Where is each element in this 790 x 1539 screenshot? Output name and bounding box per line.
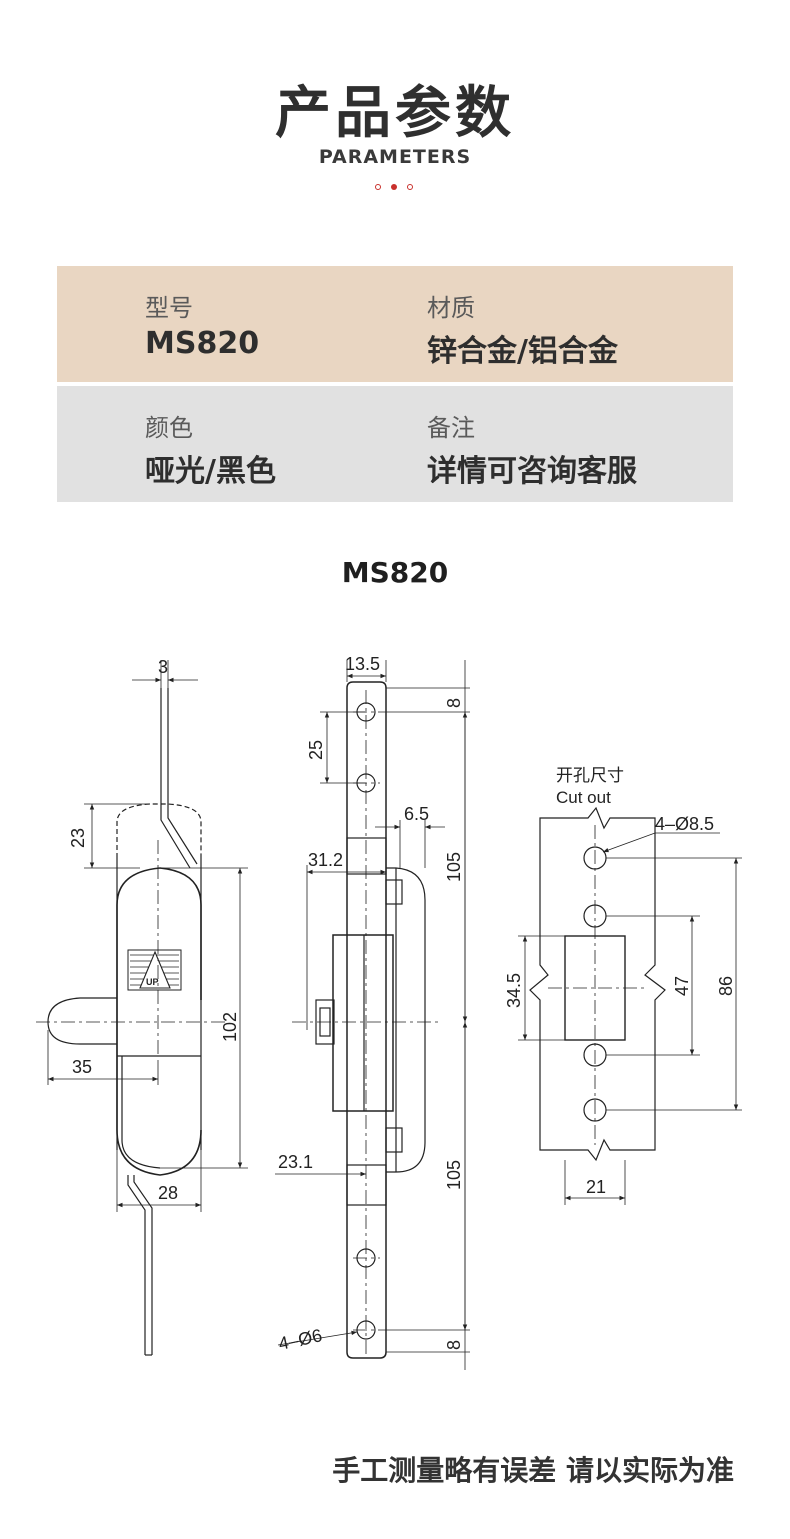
up-badge-text: UP [146,977,159,987]
param-label: 型号 [145,294,193,322]
page-title: 产品参数 [275,81,515,146]
cutout-view [518,806,742,1205]
param-label: 备注 [427,414,475,442]
side-view [36,660,248,1356]
dot-icon [375,184,381,190]
param-value: 详情可咨询客服 [427,454,637,489]
dot-icon [407,184,413,190]
param-row-1: 型号 MS820 材质 锌合金/铝合金 [57,266,733,382]
dim-label: 25 [306,740,326,760]
dim-label: 21 [586,1177,606,1197]
side-view-labels: 3 23 102 35 28 UP [68,657,240,1203]
cutout-title-cn: 开孔尺寸 [556,766,624,785]
dim-label: 28 [158,1183,178,1203]
dim-label: 3 [158,657,168,677]
dim-label: 13.5 [345,654,380,674]
param-value: MS820 [145,326,260,361]
param-value: 锌合金/铝合金 [427,334,618,369]
drawing-title: MS820 [341,556,449,589]
dim-label: 86 [716,976,736,996]
front-view-labels: 13.5 8 25 6.5 31.2 105 23.1 105 4–Ø6 8 [277,654,464,1354]
dim-label: 4–Ø8.5 [655,814,714,834]
dim-label: 23.1 [278,1152,313,1172]
page-subtitle: PARAMETERS [318,146,472,168]
dim-label: 105 [444,1160,464,1190]
footer-note: 手工测量略有误差 请以实际为准 [332,1454,734,1487]
dot-icon [391,184,397,190]
param-label: 材质 [427,294,475,322]
param-row-2: 颜色 哑光/黑色 备注 详情可咨询客服 [57,386,733,502]
decorative-dots [372,183,420,193]
technical-drawing: 3 23 102 35 28 UP [36,654,742,1370]
dim-label: 105 [444,852,464,882]
dim-label: 31.2 [308,850,343,870]
dim-label: 6.5 [404,804,429,824]
front-view [275,660,470,1370]
dim-label: 35 [72,1057,92,1077]
dim-label: 34.5 [504,973,524,1008]
dim-label: 102 [220,1012,240,1042]
dim-label: 8 [444,698,464,708]
dim-label: 47 [672,976,692,996]
dim-label: 4–Ø6 [277,1325,324,1354]
dim-label: 8 [444,1340,464,1350]
cutout-labels: 开孔尺寸 Cut out 4–Ø8.5 34.5 47 86 21 [504,766,736,1197]
cutout-title-en: Cut out [556,788,611,807]
param-label: 颜色 [145,414,193,442]
dim-label: 23 [68,828,88,848]
param-value: 哑光/黑色 [145,454,276,489]
